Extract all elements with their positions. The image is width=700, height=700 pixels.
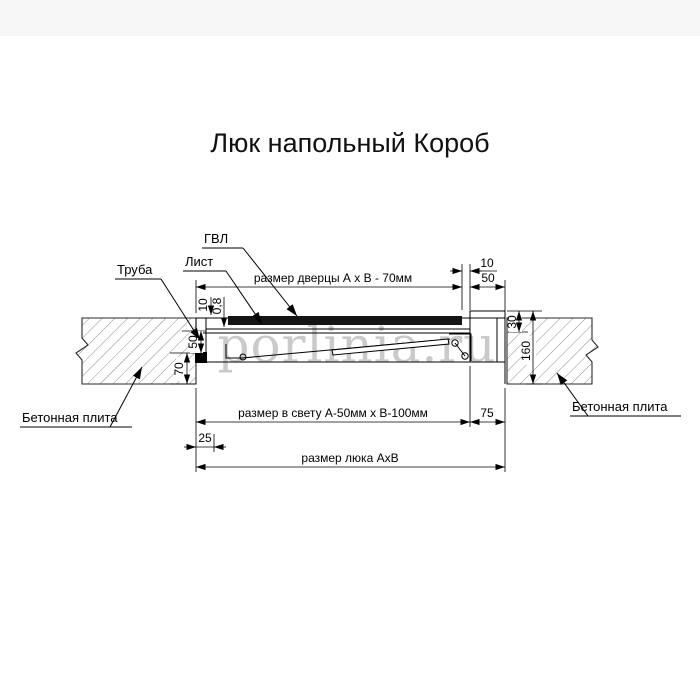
strut-left-pivot xyxy=(239,353,247,361)
dim-door-size: размер дверцы А х В - 70мм xyxy=(254,271,412,285)
gvl-label: ГВЛ xyxy=(204,231,228,246)
page-title: Люк напольный Короб xyxy=(210,128,489,158)
concrete-right-label: Бетонная плита xyxy=(572,399,668,414)
gvl-leader xyxy=(242,247,298,317)
concrete-right-leader xyxy=(556,372,589,417)
gas-strut-cylinder xyxy=(331,338,450,356)
dim-50-top: 50 xyxy=(481,271,495,285)
frame-corner-plate xyxy=(469,310,506,319)
dim-10-top: 10 xyxy=(480,256,494,270)
dim-70-left: 70 xyxy=(172,362,186,376)
hinge-link xyxy=(454,342,466,357)
concrete-left-leader xyxy=(109,366,143,428)
top-band xyxy=(0,0,700,36)
hinge-pivot-upper xyxy=(451,339,459,347)
callouts xyxy=(20,247,681,428)
dim-30-right: 30 xyxy=(505,315,519,329)
dim-08-sheet: 0,8 xyxy=(210,297,224,314)
dim-25: 25 xyxy=(198,431,212,445)
tube-leader xyxy=(160,278,201,341)
dim-clear-size: размер в свету А-50мм х В-100мм xyxy=(238,406,428,420)
sheet-label: Лист xyxy=(185,254,213,269)
hinge-bracket xyxy=(449,333,472,361)
dimensions xyxy=(170,264,542,472)
watermark: porlinia.ru xyxy=(218,316,497,374)
dim-75: 75 xyxy=(480,406,494,420)
left-bracket xyxy=(225,344,244,359)
dimension-texts: размер дверцы А х В - 70мм 10 50 10 0,8 … xyxy=(172,256,533,465)
hatch-assembly xyxy=(195,310,506,384)
dim-10-gvl: 10 xyxy=(196,298,210,312)
tube-section xyxy=(195,352,207,363)
dim-160-right: 160 xyxy=(519,341,533,361)
hatch-lid xyxy=(228,316,462,325)
sheet-leader xyxy=(225,270,263,325)
dim-hatch-size: размер люка АхВ xyxy=(301,451,398,465)
callout-texts: ГВЛ Лист Труба Бетонная плита Бетонная п… xyxy=(22,231,668,425)
tube-label: Труба xyxy=(117,262,153,277)
hinge-pivot-lower xyxy=(461,352,469,360)
concrete-left-label: Бетонная плита xyxy=(22,410,118,425)
